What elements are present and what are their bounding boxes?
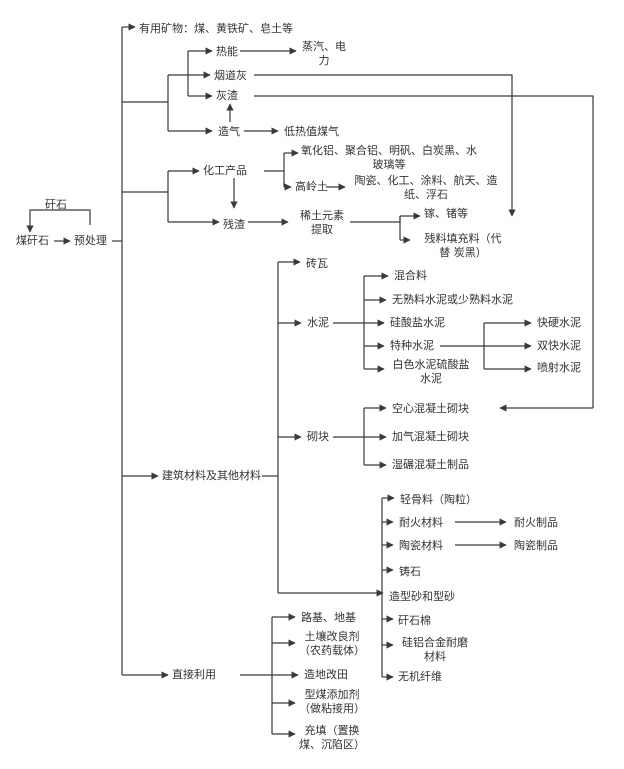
kaolin-node: 高岭土 bbox=[295, 180, 328, 193]
steam-power-node: 蒸汽、电 力 bbox=[302, 40, 346, 67]
soil-improver-node: 土壤改良剂 （农药载体） bbox=[299, 630, 365, 657]
clinker-free-cement-node: 无熟料水泥或少熟料水泥 bbox=[392, 293, 513, 306]
gas-making-node: 造气 bbox=[218, 125, 240, 138]
minerals-node: 有用矿物：煤、黄铁矿、皂土等 bbox=[139, 22, 293, 35]
briquette-additive-node: 型煤添加剂 （做粘接用） bbox=[299, 688, 365, 715]
building-materials-node: 建筑材料及其他材料 bbox=[162, 469, 261, 482]
rare-earth-node: 稀土元素 提取 bbox=[300, 209, 344, 236]
chem-products-node: 化工产品 bbox=[203, 164, 247, 177]
gangue-wool-node: 矸石棉 bbox=[398, 614, 431, 627]
mixed-material-node: 混合料 bbox=[394, 269, 427, 282]
inorganic-fiber-node: 无机纤维 bbox=[398, 670, 442, 683]
residue-filler-node: 残料填充料（代 替 炭黑） bbox=[424, 232, 502, 259]
ceramic-products-node: 陶瓷制品 bbox=[514, 539, 558, 552]
special-cement-node: 特种水泥 bbox=[390, 339, 434, 352]
backfill-node: 充填（置换 煤、沉陷区） bbox=[299, 724, 365, 751]
silicate-cement-node: 硅酸盐水泥 bbox=[390, 316, 445, 329]
shotcrete-node: 喷射水泥 bbox=[537, 361, 581, 374]
connector-arrow bbox=[26, 209, 91, 233]
direct-use-node: 直接利用 bbox=[172, 668, 216, 681]
kaolin-uses-node: 陶瓷、化工、涂料、航天、造 纸、浮石 bbox=[354, 174, 498, 201]
heat-node: 热能 bbox=[216, 45, 238, 58]
pretreatment-node: 预处理 bbox=[74, 234, 107, 247]
land-making-node: 造地改田 bbox=[304, 668, 348, 681]
lightweight-aggregate-node: 轻骨料（陶粒） bbox=[400, 493, 477, 506]
gallium-germanium-node: 镓、锗等 bbox=[424, 207, 468, 220]
molding-sand-node: 造型砂和型砂 bbox=[389, 590, 455, 603]
roadbed-node: 路基、地基 bbox=[301, 611, 356, 624]
connector-arrow bbox=[254, 74, 516, 217]
double-fast-node: 双快水泥 bbox=[537, 339, 581, 352]
hollow-block-node: 空心混凝土砌块 bbox=[392, 402, 469, 415]
sial-alloy-node: 硅铝合金耐磨 材料 bbox=[402, 636, 468, 663]
cement-node: 水泥 bbox=[307, 316, 329, 329]
cast-stone-node: 铸石 bbox=[399, 565, 421, 578]
rapid-hardening-node: 快硬水泥 bbox=[537, 316, 581, 329]
brick-node: 砖瓦 bbox=[306, 257, 328, 270]
aluminum-products-node: 氧化铝、聚合铝、明矾、白炭黑、水 玻璃等 bbox=[301, 144, 477, 171]
ceramic-material-node: 陶瓷材料 bbox=[399, 539, 443, 552]
wet-rolled-node: 湿碾混凝土制品 bbox=[392, 458, 469, 471]
refractory-material-node: 耐火材料 bbox=[399, 516, 443, 529]
residue-node: 残渣 bbox=[223, 218, 245, 231]
connector-line bbox=[350, 216, 401, 223]
gangue-label: 矸石 bbox=[45, 198, 67, 211]
connector-line bbox=[254, 95, 594, 408]
block-node: 砌块 bbox=[307, 430, 329, 443]
low-heat-gas-node: 低热值煤气 bbox=[284, 125, 339, 138]
white-cement-node: 白色水泥硫酸盐 水泥 bbox=[392, 358, 470, 385]
aerated-block-node: 加气混凝土砌块 bbox=[392, 430, 469, 443]
refractory-products-node: 耐火制品 bbox=[514, 516, 558, 529]
flue-ash-node: 烟道灰 bbox=[214, 69, 247, 82]
coal-gangue-node: 煤矸石 bbox=[16, 234, 49, 247]
ash-slag-node: 灰渣 bbox=[216, 89, 238, 102]
